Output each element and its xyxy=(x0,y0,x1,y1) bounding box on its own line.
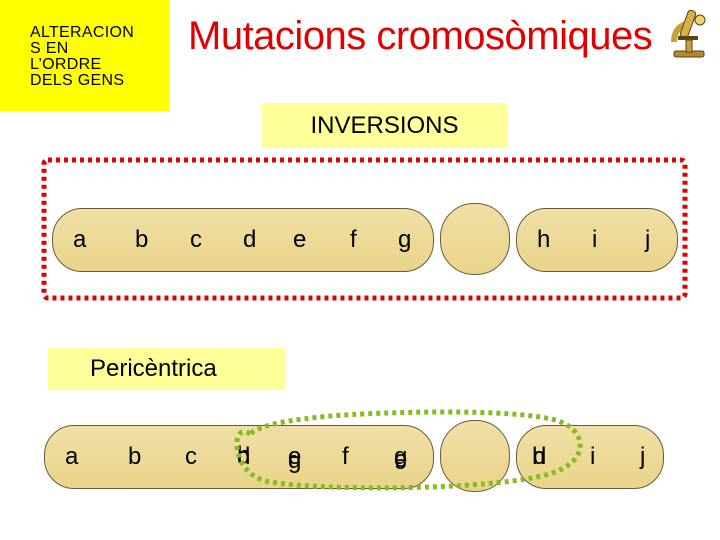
gene-bottom-g-overlay: e xyxy=(394,446,408,473)
chromosome-top-arm-right xyxy=(516,208,678,272)
gene-bottom-h: h xyxy=(532,443,546,470)
chromosome-top-centromere xyxy=(440,203,510,275)
microscope-icon xyxy=(671,9,706,58)
page-title: Mutacions cromosòmiques xyxy=(188,14,653,58)
gene-top-g: g xyxy=(398,226,412,253)
chromosome-top-arm-left xyxy=(52,208,434,272)
gene-top-f: f xyxy=(350,226,357,253)
chromosome-bottom-centromere xyxy=(440,420,510,492)
gene-bottom-b: b xyxy=(128,443,142,470)
section-label: Pericèntrica xyxy=(90,355,217,382)
gene-bottom-f: f xyxy=(342,443,349,470)
side-label: ALTERACION S EN L’ORDRE DELS GENS xyxy=(30,24,135,89)
red-dotted-frame xyxy=(41,157,688,301)
gene-top-c: c xyxy=(190,226,202,253)
gene-bottom-e-overlay: g xyxy=(288,447,302,474)
gene-bottom-g: g xyxy=(394,443,408,470)
gene-bottom-a: a xyxy=(65,443,79,470)
gene-top-h: h xyxy=(537,226,551,253)
gene-top-i: i xyxy=(592,226,598,253)
side-label-box xyxy=(0,0,169,111)
gene-top-d: d xyxy=(243,226,257,253)
gene-bottom-j: j xyxy=(640,443,646,470)
gene-bottom-d-overlay: h xyxy=(237,442,251,469)
gene-top-a: a xyxy=(73,226,87,253)
gene-top-b: b xyxy=(135,226,149,253)
gene-bottom-c: c xyxy=(185,443,197,470)
green-dotted-loop xyxy=(234,409,583,491)
gene-top-j: j xyxy=(645,226,651,253)
gene-top-e: e xyxy=(293,226,307,253)
subtitle-box xyxy=(262,103,507,148)
section-label-box xyxy=(48,348,285,390)
gene-bottom-i: i xyxy=(590,443,596,470)
subtitle: INVERSIONS xyxy=(310,112,459,139)
gene-bottom-h-overlay: d xyxy=(533,443,547,470)
gene-bottom-e: e xyxy=(288,443,302,470)
